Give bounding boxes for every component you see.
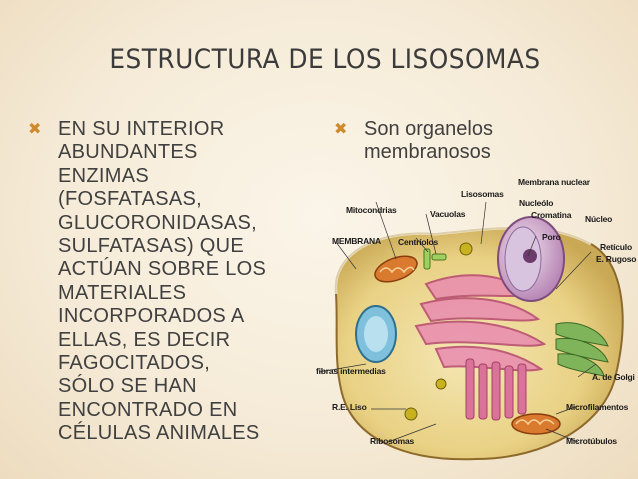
label-poro: Poro bbox=[542, 232, 561, 242]
mitochondria-shape bbox=[374, 255, 561, 435]
label-golgi: A. de Golgi bbox=[592, 372, 635, 382]
label-e-rugoso: E. Rugoso bbox=[596, 254, 637, 264]
label-microfilamentos: Microfilamentos bbox=[566, 402, 629, 412]
golgi-shape bbox=[555, 322, 609, 377]
right-column: ✖ Son organelos membranosos bbox=[330, 118, 630, 165]
x-bullet-icon: ✖ bbox=[334, 121, 348, 138]
right-bullet-item: ✖ Son organelos membranosos bbox=[330, 118, 630, 165]
left-column: ✖ EN SU INTERIOR ABUNDANTES ENZIMAS (FOS… bbox=[24, 118, 314, 446]
label-nucleo: Núcleo bbox=[585, 214, 613, 224]
left-bullet-item: ✖ EN SU INTERIOR ABUNDANTES ENZIMAS (FOS… bbox=[24, 118, 314, 446]
label-lisosomas: Lisosomas bbox=[461, 189, 504, 199]
cell-illustration bbox=[318, 201, 624, 461]
label-mitocondrias: Mitocondrias bbox=[346, 205, 397, 215]
smooth-er-shape bbox=[465, 358, 527, 421]
label-membrana-nuclear: Membrana nuclear bbox=[518, 177, 590, 187]
x-bullet-icon: ✖ bbox=[28, 121, 42, 138]
left-bullet-text: EN SU INTERIOR ABUNDANTES ENZIMAS (FOSFA… bbox=[58, 118, 267, 445]
lysosome-shape bbox=[404, 242, 473, 421]
animal-cell-diagram: Membrana nuclear Lisosomas Mitocondrias … bbox=[316, 174, 638, 474]
label-vacuolas: Vacuolas bbox=[430, 209, 466, 219]
label-re-liso: R.E. Liso bbox=[332, 402, 367, 412]
label-nucleolo: Nucleólo bbox=[519, 198, 554, 208]
label-ribosomas: Ribosomas bbox=[370, 436, 415, 446]
label-membrana: MEMBRANA bbox=[332, 236, 381, 246]
label-reticulo: Retículo bbox=[600, 242, 632, 252]
centriole-shape bbox=[423, 248, 447, 270]
label-centriolos: Centríolos bbox=[398, 237, 439, 247]
label-microtubulos: Microtúbulos bbox=[566, 436, 617, 446]
slide-title: ESTRUCTURA DE LOS LISOSOMAS bbox=[109, 44, 541, 75]
label-cromatina: Cromatina bbox=[531, 210, 572, 220]
right-bullet-text: Son organelos membranosos bbox=[364, 118, 493, 164]
label-fibras-intermedias: fibras intermedias bbox=[316, 366, 386, 376]
